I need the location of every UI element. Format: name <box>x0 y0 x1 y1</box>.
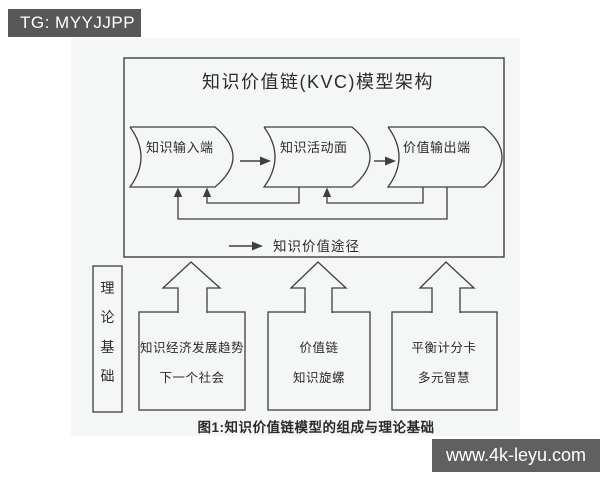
foundation-3-line-1: 平衡计分卡 <box>411 341 476 355</box>
kvc-frame <box>123 57 505 258</box>
chain-cylinders <box>128 126 503 188</box>
theory-char-4: 础 <box>101 368 115 384</box>
theory-char-2: 论 <box>101 309 115 325</box>
feedback-arrowhead-3-icon <box>173 187 183 197</box>
feedback-loops <box>177 187 448 220</box>
figure-caption: 图1:知识价值链模型的组成与理论基础 <box>197 419 434 435</box>
cylinder-label-output: 价值输出端 <box>403 140 471 155</box>
support-block-arrows <box>161 261 476 313</box>
feedback-arrowhead-2-icon <box>322 187 332 197</box>
forward-flow-arrowheads <box>260 156 396 166</box>
feedback-arrowheads <box>173 187 332 197</box>
cylinder-label-input: 知识输入端 <box>146 140 214 155</box>
figure-title: 知识价值链(KVC)模型架构 <box>202 72 434 92</box>
feedback-arrowhead-1-icon <box>202 187 212 197</box>
block-arrow-up-2-icon <box>289 261 348 313</box>
foundation-3-line-2: 多元智慧 <box>418 370 470 385</box>
telegram-watermark-badge: TG: MYYJJPP <box>8 9 141 37</box>
foundation-2-line-2: 知识旋螺 <box>293 371 345 385</box>
cylinder-value-output <box>386 126 503 188</box>
site-watermark-badge: www.4k-leyu.com <box>432 439 600 472</box>
block-arrow-up-3-icon <box>418 261 476 313</box>
flow-arrow-1-head-icon <box>260 156 271 166</box>
theory-char-1: 理 <box>101 280 115 296</box>
cylinder-knowledge-activity <box>262 126 371 188</box>
feedback-loop-output-to-input <box>177 187 448 220</box>
scan-background <box>71 38 520 436</box>
block-arrow-up-1-icon <box>161 261 222 313</box>
legend-arrow-head-icon <box>252 241 263 251</box>
legend-label: 知识价值途径 <box>273 238 360 254</box>
foundation-1-line-2: 下一个社会 <box>159 370 224 385</box>
flow-arrow-2-head-icon <box>385 156 396 166</box>
foundation-2-line-1: 价值链 <box>299 340 338 355</box>
legend: 知识价值途径 <box>229 238 360 254</box>
feedback-loop-activity-to-input <box>206 187 300 204</box>
cylinder-label-activity: 知识活动面 <box>280 140 348 155</box>
cylinder-knowledge-input <box>128 126 234 188</box>
feedback-loop-output-to-activity <box>326 187 424 204</box>
theory-char-3: 基 <box>101 339 115 355</box>
foundation-1-line-1: 知识经济发展趋势 <box>140 340 244 355</box>
theory-axis-box <box>92 265 123 413</box>
